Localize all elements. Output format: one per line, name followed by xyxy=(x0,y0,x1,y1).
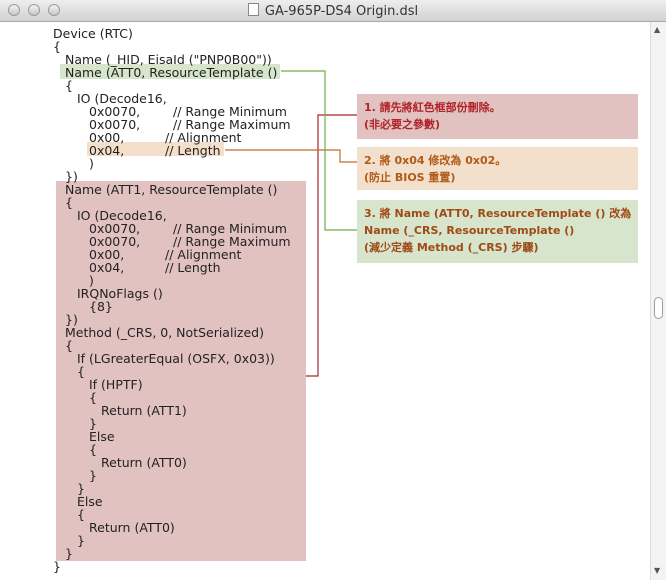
code-line: 0x0070, xyxy=(89,104,141,119)
scroll-up-arrow-icon[interactable]: ▲ xyxy=(654,25,661,34)
code-line: Name (ATT1, ResourceTemplate () xyxy=(65,182,278,197)
code-line: { xyxy=(65,78,73,93)
code-comment: // Range Minimum xyxy=(173,221,287,236)
green-highlight-box xyxy=(60,64,280,79)
connector-lines xyxy=(225,70,357,377)
note-1-line: (非必要之參數) xyxy=(364,118,441,131)
code-comment: // Length xyxy=(165,143,221,158)
code-line: If (HPTF) xyxy=(89,377,143,392)
note-3-line: 3. 將 Name (ATT0, ResourceTemplate () 改為 xyxy=(364,207,632,220)
code-line: { xyxy=(77,364,85,379)
code-line: } xyxy=(65,546,73,561)
code-line: 0x04, xyxy=(89,143,125,158)
code-line: } xyxy=(53,559,61,574)
code-line: { xyxy=(77,507,85,522)
code-line: } xyxy=(77,533,85,548)
vertical-scrollbar[interactable]: ▲ ▼ xyxy=(650,22,666,580)
code-comment: // Alignment xyxy=(165,247,242,262)
window-title-text: GA-965P-DS4 Origin.dsl xyxy=(264,4,419,19)
code-line: 0x0070, xyxy=(89,234,141,249)
code-line: IRQNoFlags () xyxy=(77,286,163,301)
code-line: Else xyxy=(89,429,115,444)
note-3-line: (減少定義 Method (_CRS) 步驟) xyxy=(364,241,539,254)
code-line: Name (_HID, EisaId ("PNP0B00")) xyxy=(65,52,272,67)
note-3: 3. 將 Name (ATT0, ResourceTemplate () 改為 … xyxy=(357,200,638,263)
note-1-line: 1. 請先將紅色框部份刪除。 xyxy=(364,101,501,114)
code-line: 0x0070, xyxy=(89,221,141,236)
orange-highlight-box xyxy=(87,142,224,156)
code-line: 0x00, xyxy=(89,247,125,262)
zoom-window-button[interactable] xyxy=(48,4,60,16)
red-highlight-box xyxy=(56,181,306,561)
code-line: Else xyxy=(77,494,103,509)
code-line: 0x00, xyxy=(89,130,125,145)
code-line: } xyxy=(89,468,97,483)
document-content: Device (RTC) { Name (_HID, EisaId ("PNP0… xyxy=(0,22,650,580)
close-window-button[interactable] xyxy=(8,4,20,16)
note-2-line: (防止 BIOS 重置) xyxy=(364,171,456,184)
code-line: Method (_CRS, 0, NotSerialized) xyxy=(65,325,264,340)
window-title: GA-965P-DS4 Origin.dsl xyxy=(0,3,666,19)
code-line: If (LGreaterEqual (OSFX, 0x03)) xyxy=(77,351,275,366)
code-line: ) xyxy=(89,273,94,288)
code-line: {8} xyxy=(89,299,113,314)
code-line: Return (ATT0) xyxy=(89,520,175,535)
code-line: }) xyxy=(65,312,78,327)
note-2: 2. 將 0x04 修改為 0x02。 (防止 BIOS 重置) xyxy=(357,147,638,190)
code-line: IO (Decode16, xyxy=(77,91,167,106)
code-line: Return (ATT0) xyxy=(101,455,187,470)
code-comment: // Range Maximum xyxy=(173,234,291,249)
code-line: } xyxy=(89,416,97,431)
code-comment: // Range Maximum xyxy=(173,117,291,132)
code-comment: // Range Minimum xyxy=(173,104,287,119)
code-line: { xyxy=(65,338,73,353)
code-line: { xyxy=(53,39,61,54)
note-3-line: Name (_CRS, ResourceTemplate () xyxy=(364,224,575,237)
note-2-line: 2. 將 0x04 修改為 0x02。 xyxy=(364,154,507,167)
red-connector-line xyxy=(306,114,357,377)
window-titlebar: GA-965P-DS4 Origin.dsl xyxy=(0,0,666,22)
document-icon xyxy=(247,3,259,16)
code-line: 0x04, xyxy=(89,260,125,275)
code-line: { xyxy=(89,442,97,457)
code-line: ) xyxy=(89,156,94,171)
code-line: Return (ATT1) xyxy=(101,403,187,418)
note-1: 1. 請先將紅色框部份刪除。 (非必要之參數) xyxy=(357,94,638,139)
code-comment: // Length xyxy=(165,260,221,275)
minimize-window-button[interactable] xyxy=(28,4,40,16)
code-line: { xyxy=(89,390,97,405)
code-line: } xyxy=(77,481,85,496)
orange-connector-line xyxy=(225,149,357,163)
code-line: { xyxy=(65,195,73,210)
green-connector-line xyxy=(281,70,357,231)
code-comment: // Alignment xyxy=(165,130,242,145)
code-line: }) xyxy=(65,169,78,184)
code-line: Device (RTC) xyxy=(53,26,133,41)
code-line: 0x0070, xyxy=(89,117,141,132)
code-line: Name (ATT0, ResourceTemplate () xyxy=(65,65,278,80)
scrollbar-thumb[interactable] xyxy=(654,297,663,319)
scroll-down-arrow-icon[interactable]: ▼ xyxy=(654,566,661,575)
code-line: IO (Decode16, xyxy=(77,208,167,223)
